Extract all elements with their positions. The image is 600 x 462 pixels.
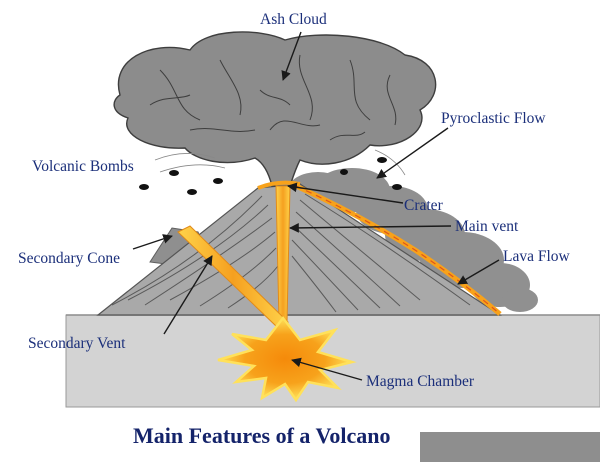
label-volcanic-bombs: Volcanic Bombs [32,158,134,175]
volcanic-bombs [139,157,402,195]
label-secondary-vent: Secondary Vent [28,335,126,352]
label-magma-chamber: Magma Chamber [366,373,475,390]
title-underline-bar [420,432,600,462]
diagram-title: Main Features of a Volcano [133,423,390,448]
main-vent [275,185,291,323]
label-main-vent: Main vent [455,218,519,235]
ash-cloud [113,31,437,187]
label-secondary-cone: Secondary Cone [18,250,120,267]
label-crater: Crater [404,197,444,214]
bomb-trajectories [154,149,406,176]
label-lava-flow: Lava Flow [503,248,571,265]
label-pyroclastic-flow: Pyroclastic Flow [441,110,546,127]
label-ash-cloud: Ash Cloud [260,11,327,28]
annotation-arrows [132,31,500,381]
secondary-vent [177,225,289,327]
magma-chamber [217,315,357,403]
